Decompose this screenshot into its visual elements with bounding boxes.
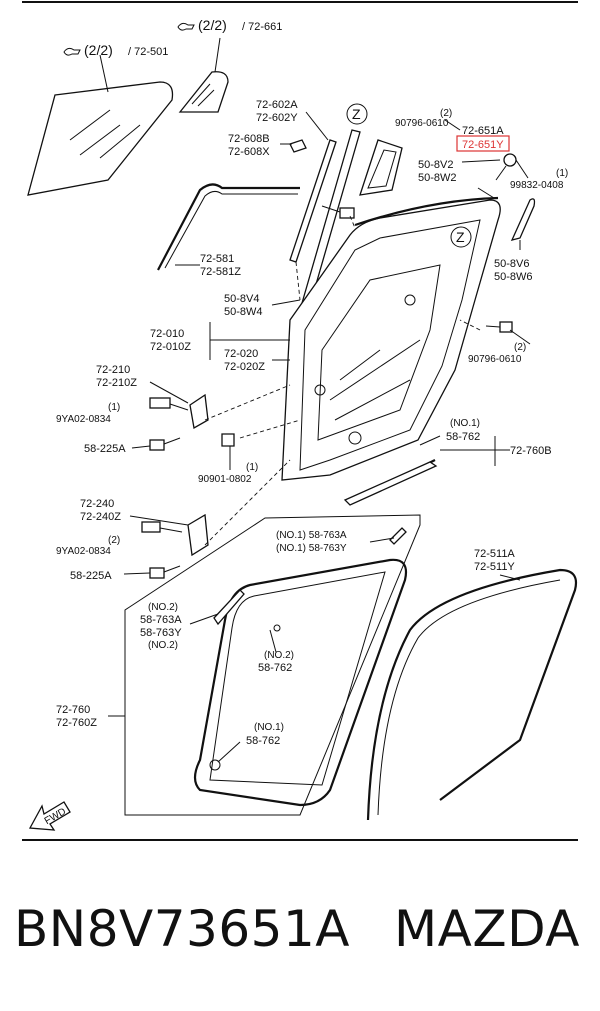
weatherstrip-inset xyxy=(124,514,421,816)
label-no1: (NO.1) xyxy=(450,418,480,429)
label-50-8v6: 50-8V6 xyxy=(494,258,529,270)
moulding-50-8v2 xyxy=(354,196,499,227)
label-72-602y: 72-602Y xyxy=(256,112,298,124)
bolt-90796-top xyxy=(321,205,355,219)
label-58-762: 58-762 xyxy=(446,431,480,443)
label-72-760z: 72-760Z xyxy=(56,717,97,729)
qty-1: (1) xyxy=(556,168,568,179)
label-90796-0610: 90796-0610 xyxy=(468,354,522,365)
qty-1: (1) xyxy=(246,462,258,473)
parts-diagram: (2/2) / 72-661 (2/2) / 72-501 xyxy=(22,1,578,841)
label-72-581z: 72-581Z xyxy=(200,266,241,278)
leader-lines xyxy=(108,111,531,763)
label-72-608x: 72-608X xyxy=(228,146,270,158)
label-72-760b: 72-760B xyxy=(510,445,552,457)
label-no2: (NO.2) xyxy=(148,602,178,613)
run-channel-72-581 xyxy=(157,183,300,271)
label-72-651y: 72-651Y xyxy=(462,139,504,151)
ref-72-661[interactable]: (2/2) / 72-661 xyxy=(177,17,282,33)
label-9ya02-0834: 9YA02-0834 xyxy=(56,546,111,557)
part-labels: 72-602A 72-602Y 72-608B 72-608X 72-581 7… xyxy=(56,99,568,747)
bolt-90796-mid xyxy=(485,321,513,333)
label-90796-0610: 90796-0610 xyxy=(395,118,449,129)
label-58-763y: (NO.1) 58-763Y xyxy=(276,543,347,554)
callout-z-label: Z xyxy=(456,229,465,245)
door-glass xyxy=(27,54,174,196)
label-72-511a: 72-511A xyxy=(474,548,515,560)
caption: BN8V73651A MAZDA xyxy=(14,900,594,958)
label-no2: (NO.2) xyxy=(264,650,294,661)
qty-1: (1) xyxy=(108,402,120,413)
label-72-210: 72-210 xyxy=(96,364,130,376)
label-9ya02-0834: 9YA02-0834 xyxy=(56,414,111,425)
label-58-225a: 58-225A xyxy=(84,443,126,455)
label-50-8v4: 50-8V4 xyxy=(224,293,259,305)
hinge-lower xyxy=(141,513,209,579)
label-50-8v2: 50-8V2 xyxy=(418,159,453,171)
label-72-760: 72-760 xyxy=(56,704,90,716)
label-90901-0802: 90901-0802 xyxy=(198,474,252,485)
ref-code: / 72-661 xyxy=(242,21,282,33)
label-58-763a: (NO.1) 58-763A xyxy=(276,530,347,541)
book-icon xyxy=(177,22,195,31)
label-99832-0408: 99832-0408 xyxy=(510,180,564,191)
callout-z-top xyxy=(346,103,368,125)
ref-code: / 72-501 xyxy=(128,46,168,58)
callout-z-mid xyxy=(450,226,472,248)
callout-z-label: Z xyxy=(352,106,361,122)
label-no2: (NO.2) xyxy=(148,640,178,651)
label-72-020: 72-020 xyxy=(224,348,258,360)
brand-name: MAZDA xyxy=(393,900,580,958)
label-72-010z: 72-010Z xyxy=(150,341,191,353)
label-72-651a: 72-651A xyxy=(462,125,504,137)
label-72-210z: 72-210Z xyxy=(96,377,137,389)
screw-99832 xyxy=(495,153,517,181)
sash-72-602 xyxy=(289,139,337,263)
label-58-225a: 58-225A xyxy=(70,570,112,582)
ref-frac: (2/2) xyxy=(84,42,113,58)
guide-lines xyxy=(204,215,481,546)
label-58-763y: 58-763Y xyxy=(140,627,182,639)
label-58-763a: 58-763A xyxy=(140,614,182,626)
label-72-240: 72-240 xyxy=(80,498,114,510)
ref-72-501[interactable]: (2/2) / 72-501 xyxy=(63,42,168,58)
weatherstrip-72-511 xyxy=(366,568,578,821)
label-72-608b: 72-608B xyxy=(228,133,270,145)
garnish-50-8v6 xyxy=(510,198,536,241)
strip-72-760b xyxy=(343,461,438,506)
hinge-upper xyxy=(149,393,235,451)
label-no1: (NO.1) xyxy=(254,722,284,733)
label-72-020z: 72-020Z xyxy=(224,361,265,373)
qty-2: (2) xyxy=(514,342,526,353)
book-icon xyxy=(63,47,81,56)
fwd-label: FWD xyxy=(43,806,68,827)
label-50-8w2: 50-8W2 xyxy=(418,172,457,184)
qty-2: (2) xyxy=(440,108,452,119)
label-58-762: 58-762 xyxy=(258,662,292,674)
label-72-602a: 72-602A xyxy=(256,99,298,111)
fwd-arrow-icon: FWD xyxy=(28,801,71,831)
label-72-511y: 72-511Y xyxy=(474,561,515,573)
label-50-8w4: 50-8W4 xyxy=(224,306,263,318)
door-shell xyxy=(281,199,501,481)
label-58-762: 58-762 xyxy=(246,735,280,747)
part-number: BN8V73651A xyxy=(14,900,350,958)
label-72-581: 72-581 xyxy=(200,253,234,265)
label-50-8w6: 50-8W6 xyxy=(494,271,533,283)
label-72-010: 72-010 xyxy=(150,328,184,340)
highlight-box xyxy=(456,135,510,152)
qty-2: (2) xyxy=(108,535,120,546)
clip-72-608 xyxy=(289,139,307,153)
quarter-glass xyxy=(178,37,229,113)
ref-frac: (2/2) xyxy=(198,17,227,33)
label-72-240z: 72-240Z xyxy=(80,511,121,523)
